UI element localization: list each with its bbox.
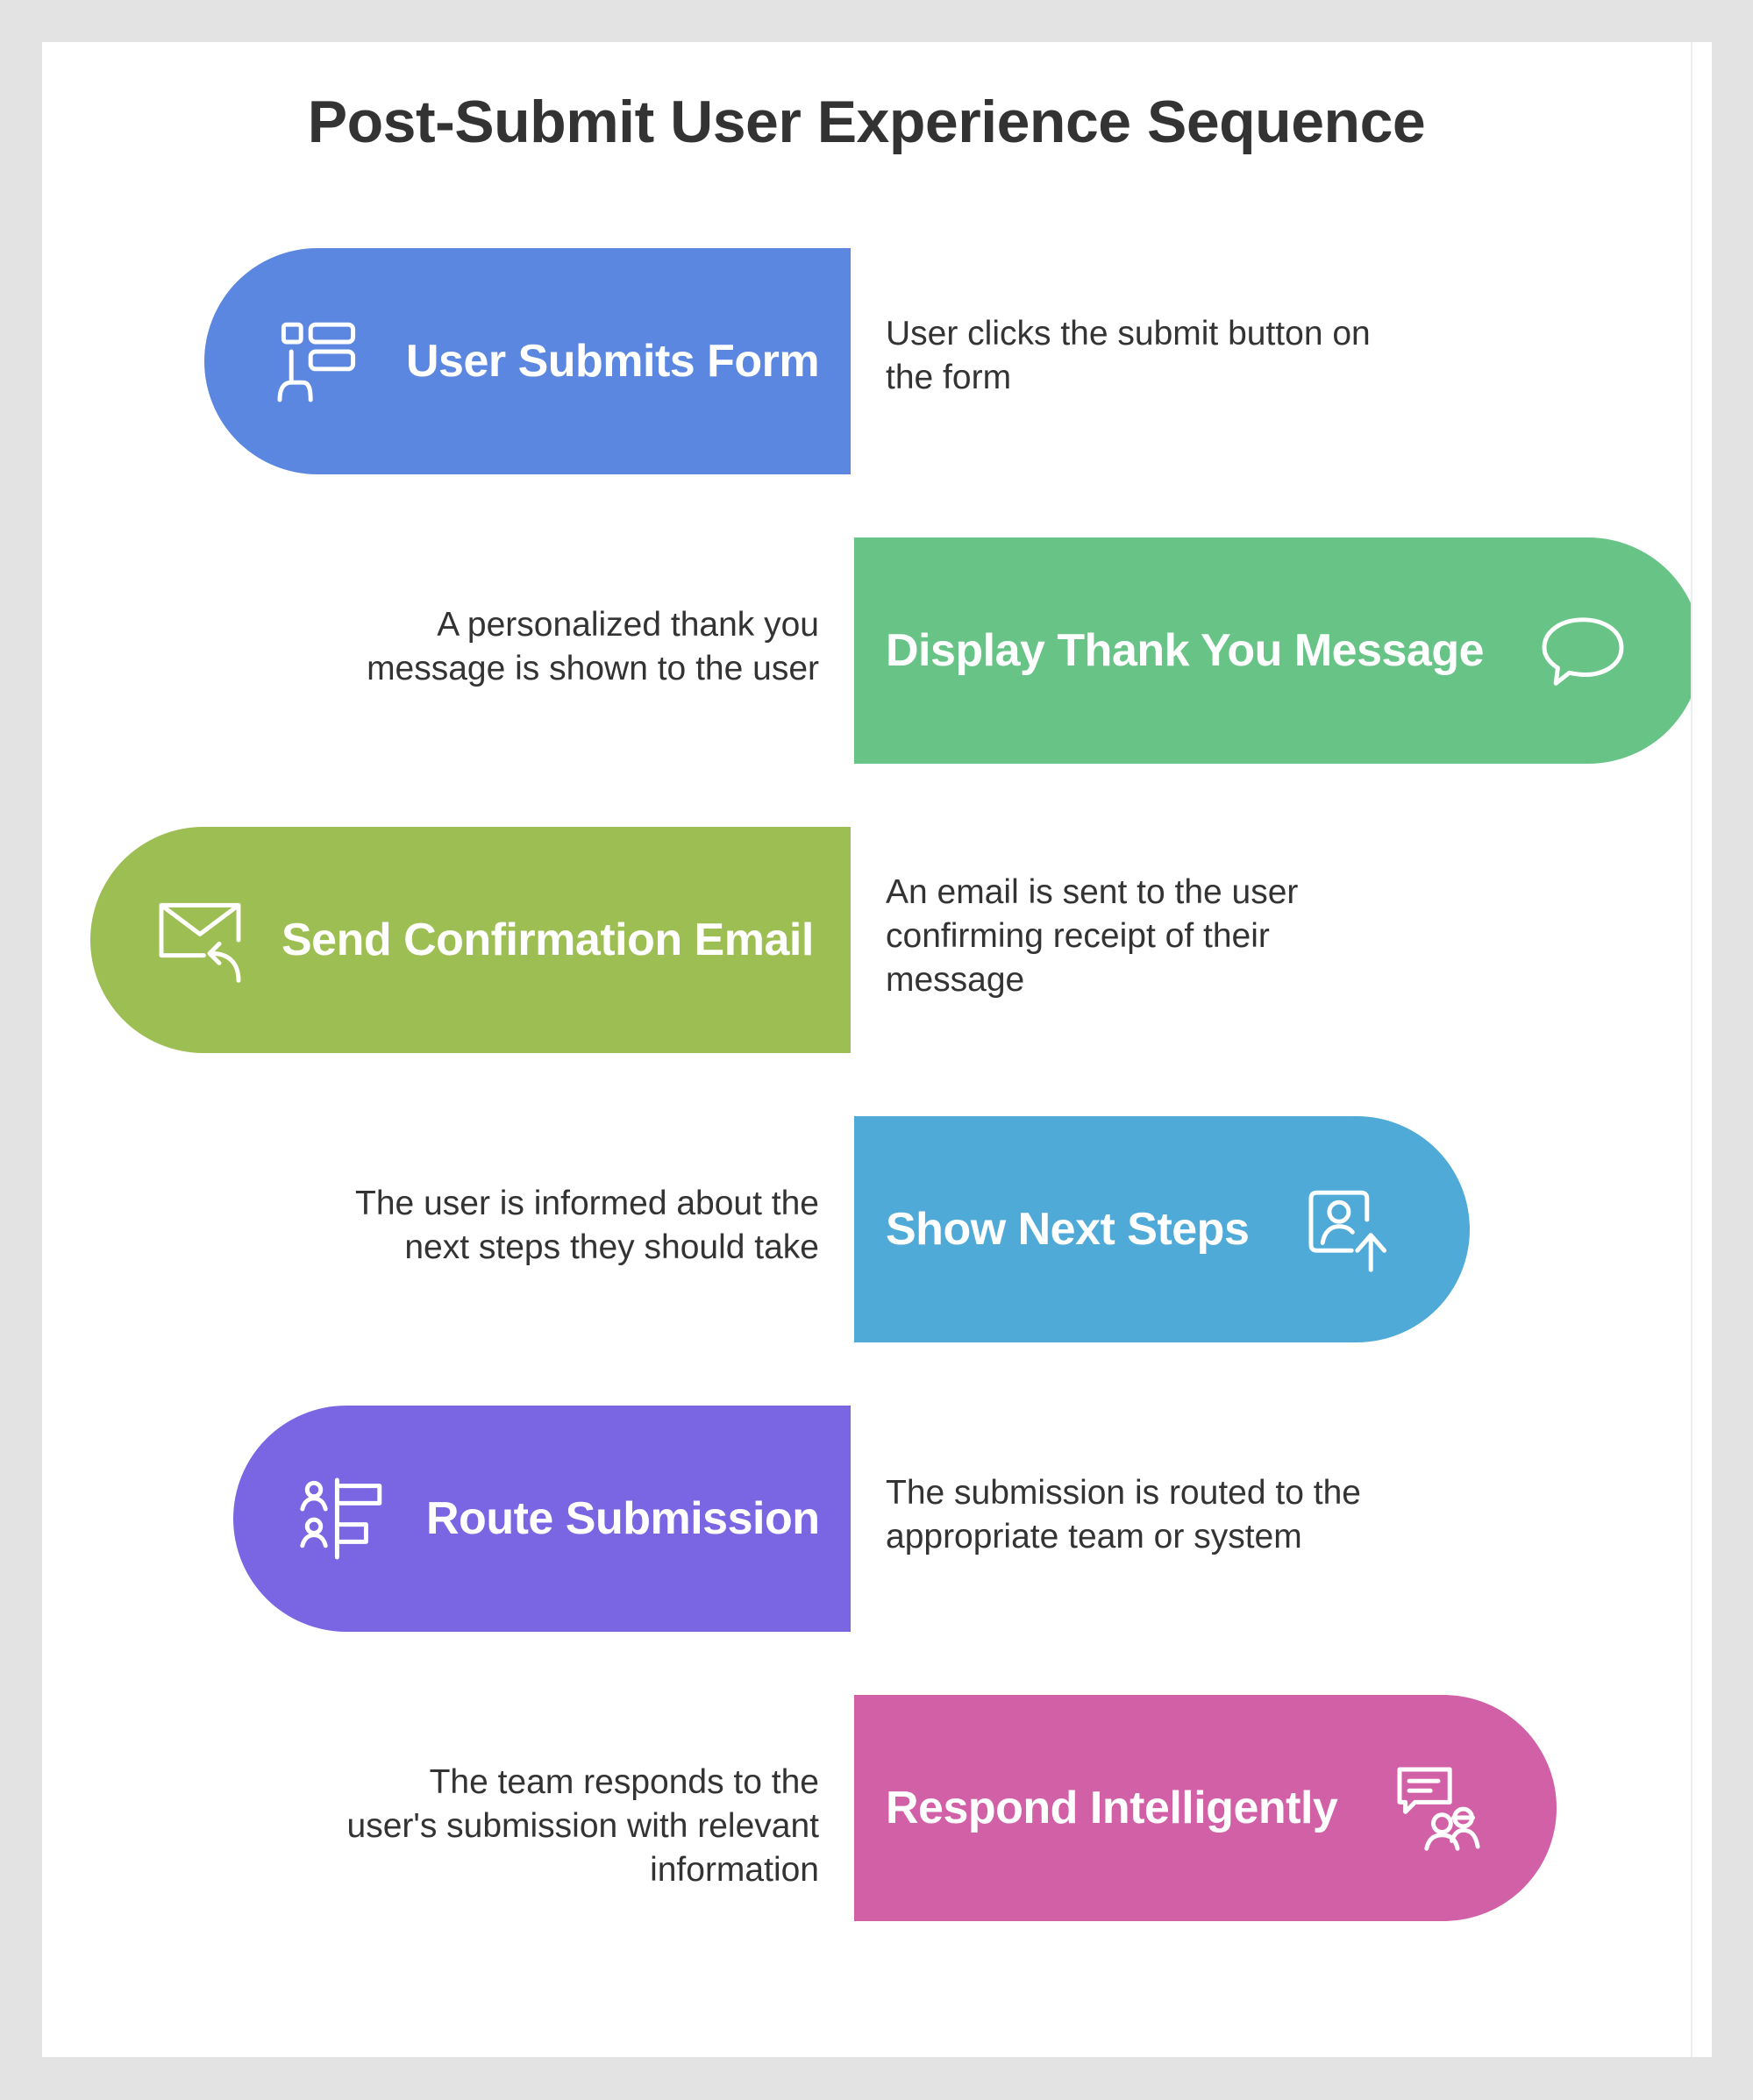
email-reply-icon bbox=[152, 892, 248, 988]
step-display-thank-you-message: Display Thank You Message bbox=[854, 537, 1701, 764]
step-3-label: Send Confirmation Email bbox=[281, 915, 814, 965]
people-routing-icon bbox=[295, 1470, 391, 1567]
step-1-description: User clicks the submit button on the for… bbox=[886, 315, 1371, 396]
step-1-label: User Submits Form bbox=[406, 336, 820, 387]
step-2-description: A personalized thank you message is show… bbox=[367, 606, 819, 687]
right-edge-strip bbox=[1691, 42, 1712, 2057]
team-chat-icon bbox=[1390, 1760, 1486, 1856]
step-2-label: Display Thank You Message bbox=[886, 625, 1485, 676]
step-user-submits-form: User Submits Form bbox=[204, 248, 851, 474]
speech-bubble-icon bbox=[1535, 602, 1631, 699]
step-route-submission: Route Submission bbox=[233, 1406, 851, 1632]
step-3-description: An email is sent to the user confirming … bbox=[886, 873, 1299, 999]
step-4-description: The user is informed about the next step… bbox=[355, 1185, 819, 1266]
step-5-description: The submission is routed to the appropri… bbox=[886, 1474, 1361, 1555]
step-5-label: Route Submission bbox=[426, 1493, 820, 1544]
step-6-description: The team responds to the user's submissi… bbox=[346, 1763, 820, 1889]
step-6-label: Respond Intelligently bbox=[886, 1783, 1338, 1833]
page-title: Post-Submit User Experience Sequence bbox=[307, 89, 1426, 155]
form-tap-icon bbox=[270, 313, 367, 409]
step-respond-intelligently: Respond Intelligently bbox=[854, 1695, 1557, 1921]
user-upload-icon bbox=[1301, 1181, 1398, 1278]
step-4-label: Show Next Steps bbox=[886, 1204, 1250, 1255]
step-show-next-steps: Show Next Steps bbox=[854, 1116, 1470, 1342]
infographic-card: Post-Submit User Experience Sequence Use… bbox=[42, 42, 1701, 2057]
step-send-confirmation-email: Send Confirmation Email bbox=[90, 827, 851, 1053]
